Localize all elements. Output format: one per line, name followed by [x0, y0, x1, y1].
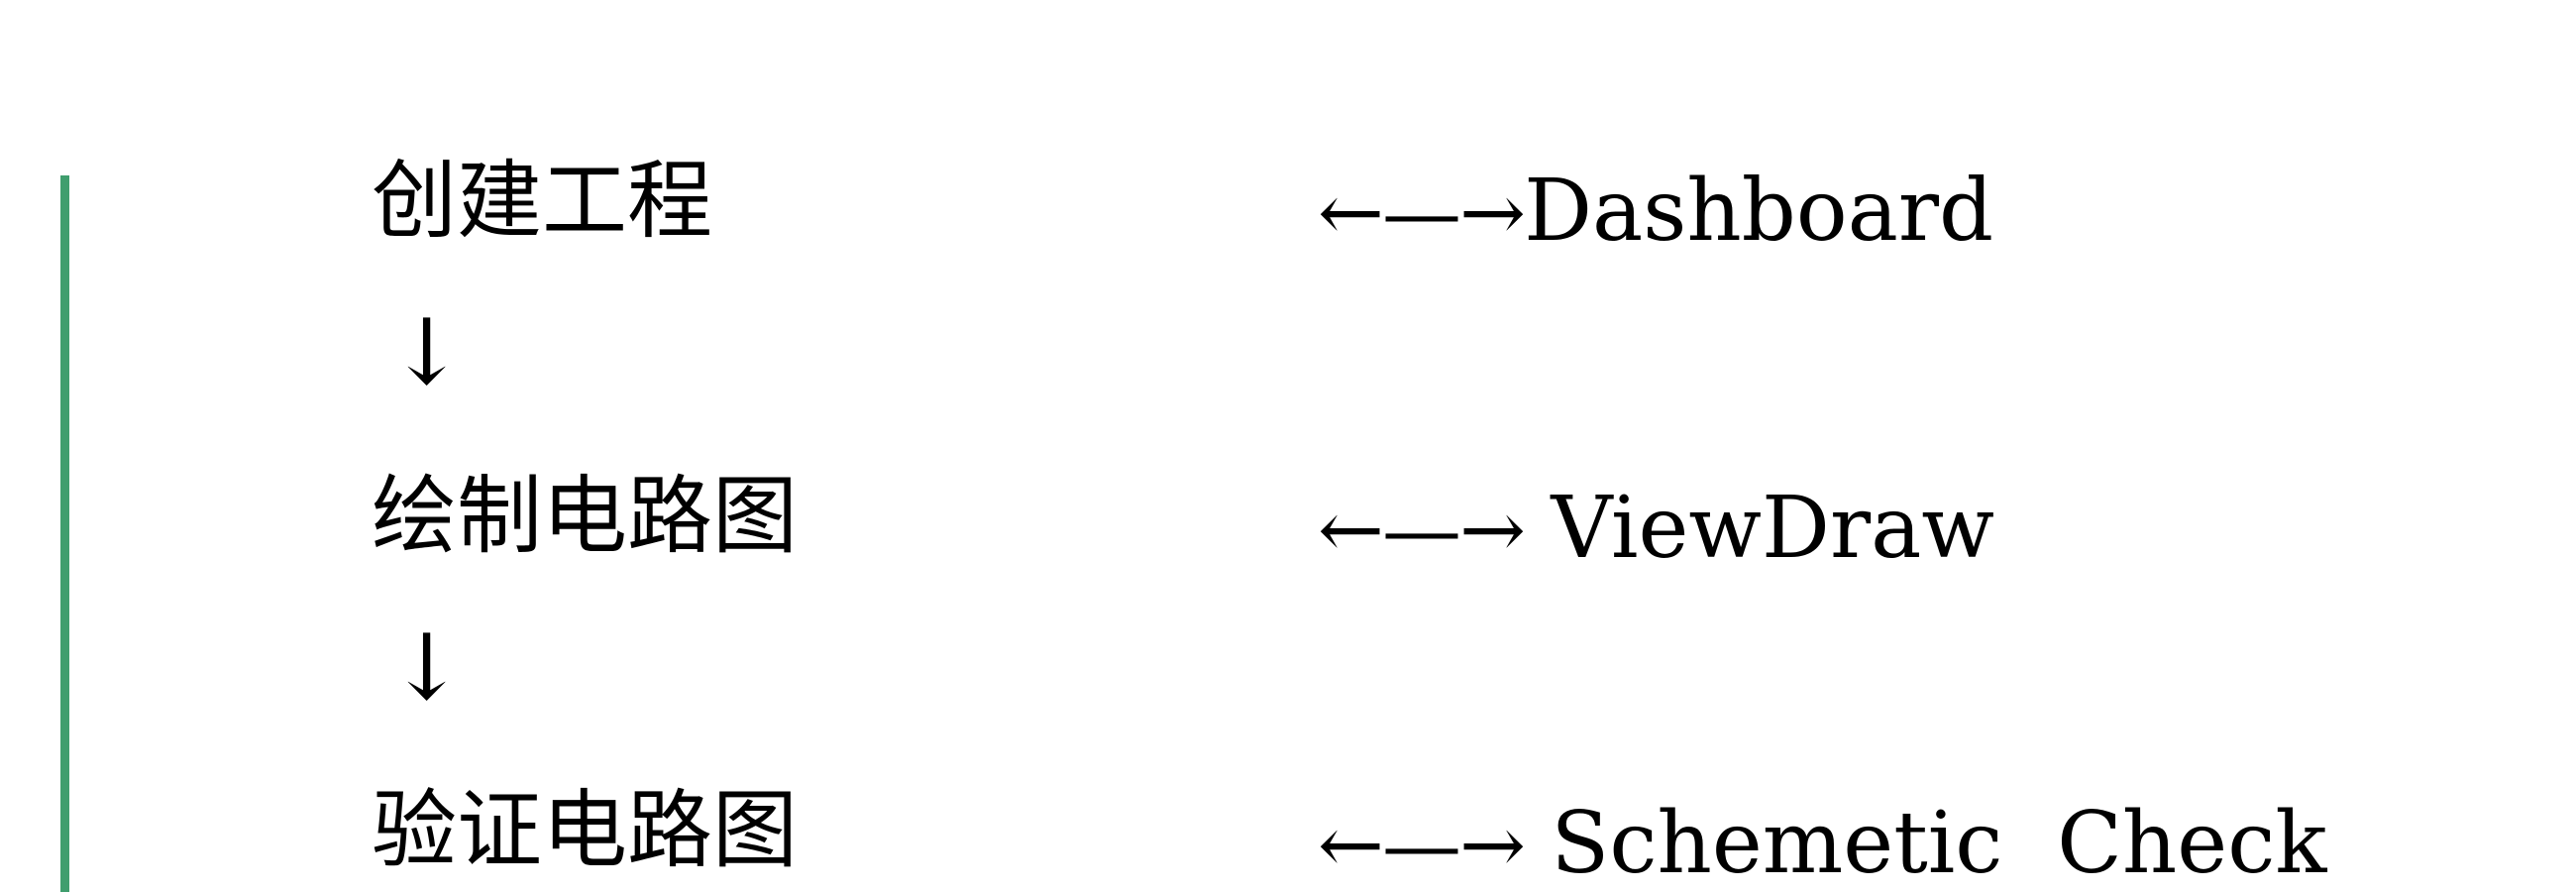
tool-schematic-check: ←—→ Schemetic Check — [1318, 801, 2326, 886]
step-draw-schematic: 绘制电路图 — [372, 467, 798, 566]
tool-name: Dashboard — [1524, 162, 1994, 261]
step-verify-schematic: 验证电路图 — [372, 781, 798, 880]
down-arrow-icon: ↓ — [388, 299, 466, 405]
step-create-project: 创建工程 — [372, 152, 712, 251]
bidirectional-arrow-icon: ←—→ — [1318, 799, 1526, 891]
bidirectional-arrow-icon: ←—→ — [1318, 484, 1526, 576]
bidirectional-arrow-icon: ←—→ — [1318, 167, 1526, 259]
tool-viewdraw: ←—→ ViewDraw — [1318, 486, 1994, 571]
top-edge-text-fragment — [59, 0, 198, 4]
tool-name: Schemetic Check — [1524, 794, 2327, 893]
tool-dashboard: ←—→Dashboard — [1318, 168, 1993, 254]
tool-name: ViewDraw — [1524, 479, 1994, 578]
down-arrow-icon: ↓ — [388, 614, 466, 721]
accent-bar — [60, 175, 69, 892]
